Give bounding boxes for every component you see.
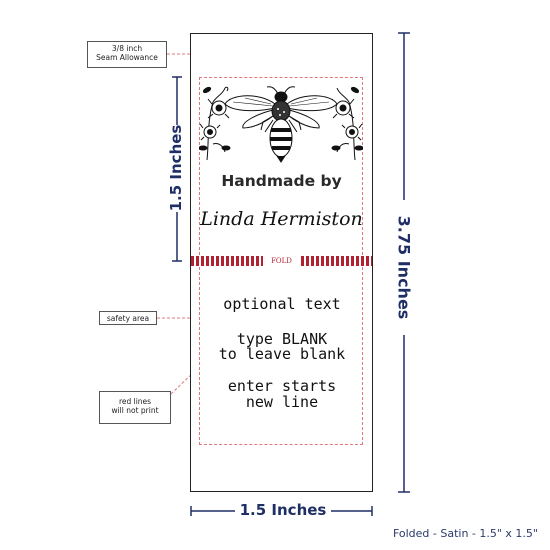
label-artwork	[199, 86, 363, 163]
optional-text-line: optional text	[223, 295, 341, 313]
bee-icon	[224, 86, 338, 163]
fold-label: FOLD	[263, 256, 300, 266]
total-height-label: 3.75 Inches	[394, 215, 414, 320]
maker-name-text: Linda Hermiston	[200, 208, 363, 230]
red-lines-label-2: will not print	[111, 406, 159, 416]
product-spec-caption: Folded - Satin - 1.5" x 1.5"	[392, 527, 538, 540]
enter-starts-line: enter starts	[227, 377, 337, 395]
red-lines-leader-line	[170, 369, 197, 395]
fold-label-text: FOLD	[271, 257, 292, 265]
flower-left-icon	[199, 86, 231, 161]
red-lines-callout: red lines will not print	[99, 391, 171, 424]
fold-height-label: 1.5 Inches	[167, 124, 185, 212]
handmade-by-text: Handmade by	[221, 172, 342, 190]
width-label: 1.5 Inches	[239, 501, 327, 519]
left-dimension-arrow	[172, 76, 182, 262]
leave-blank-line: to leave blank	[218, 345, 346, 363]
bottom-dimension-arrow	[190, 506, 373, 516]
safety-area-label: safety area	[106, 314, 150, 323]
right-dimension-arrow	[398, 32, 410, 493]
flower-right-icon	[331, 86, 363, 161]
new-line-line: new line	[245, 393, 319, 411]
red-lines-label-1: red lines	[118, 397, 152, 406]
type-blank-line: type BLANK	[236, 330, 328, 348]
seam-allowance-callout: 3/8 inch Seam Allowance	[87, 41, 167, 68]
seam-allowance-fraction: 3/8 inch	[111, 44, 143, 53]
seam-allowance-label: Seam Allowance	[96, 53, 158, 63]
safety-area-callout: safety area	[99, 311, 157, 325]
